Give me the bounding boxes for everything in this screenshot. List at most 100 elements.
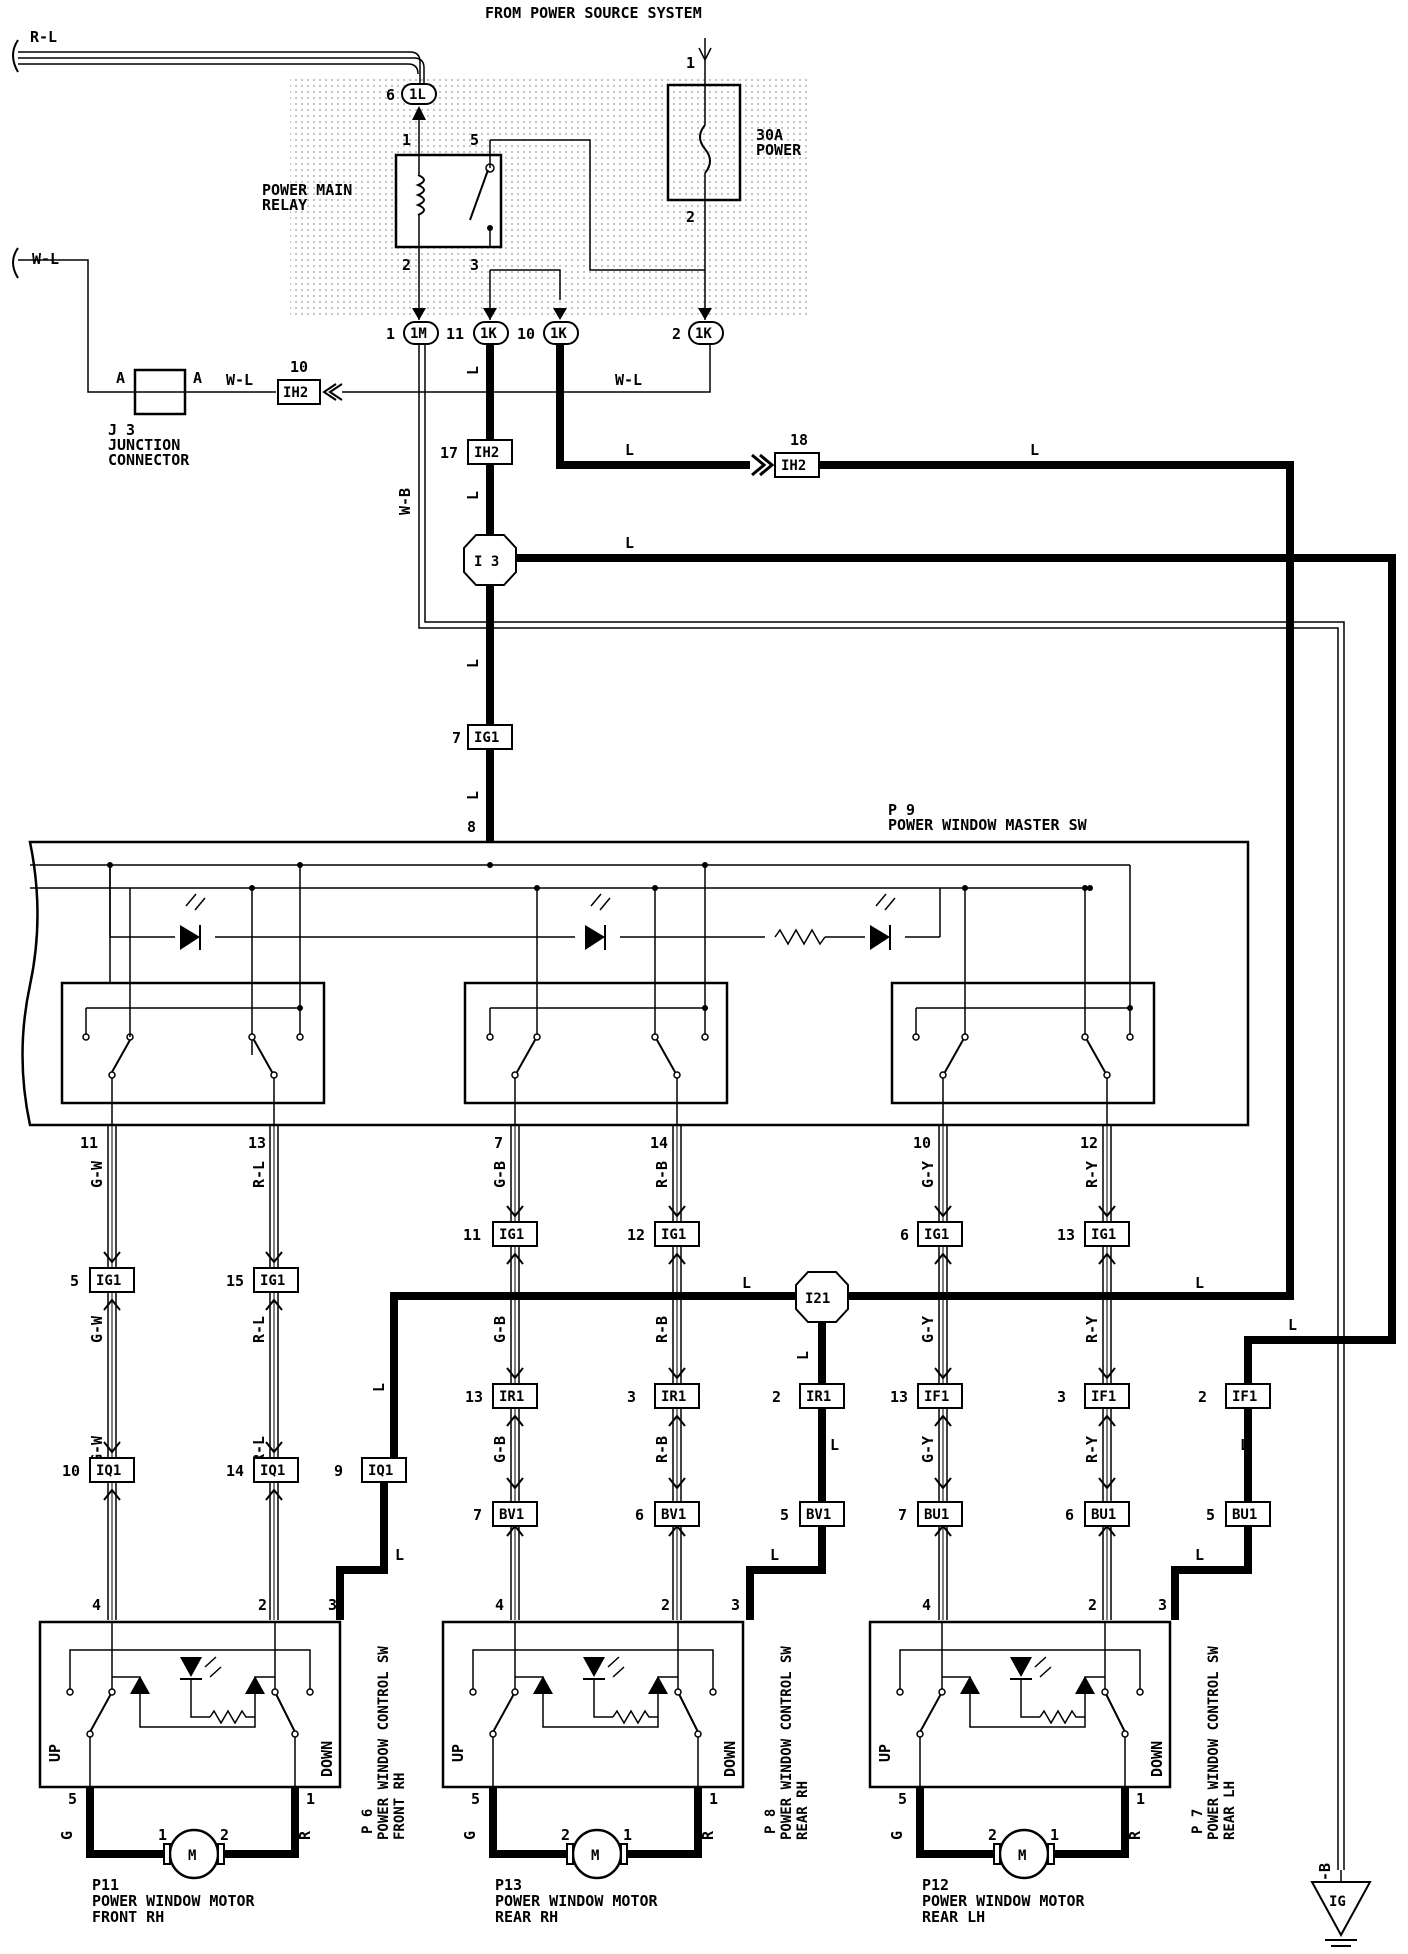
svg-text:3: 3 xyxy=(328,1596,337,1614)
svg-text:REAR LH: REAR LH xyxy=(922,1908,985,1926)
svg-text:10: 10 xyxy=(517,325,535,343)
svg-text:5: 5 xyxy=(898,1790,907,1808)
svg-text:G: G xyxy=(58,1831,76,1840)
svg-text:5: 5 xyxy=(1206,1506,1215,1524)
svg-text:7: 7 xyxy=(898,1506,907,1524)
svg-text:IR1: IR1 xyxy=(661,1389,686,1405)
svg-text:18: 18 xyxy=(790,431,808,449)
svg-text:9: 9 xyxy=(334,1462,343,1480)
svg-text:17: 17 xyxy=(440,444,458,462)
svg-text:2: 2 xyxy=(258,1596,267,1614)
svg-text:FRONT RH: FRONT RH xyxy=(392,1773,408,1840)
harness-wire-0: G-WG-WG-W xyxy=(88,1125,121,1620)
wire-label-gb-0: G-B xyxy=(491,1161,509,1188)
connector-ig1-5: IG1 5 xyxy=(70,1267,135,1293)
resistor-master xyxy=(774,928,826,946)
junction-pin-a-right: A xyxy=(193,369,202,387)
svg-text:11: 11 xyxy=(446,325,464,343)
svg-text:1: 1 xyxy=(306,1790,315,1808)
junction-label-1: JUNCTION xyxy=(108,436,180,454)
svg-text:R: R xyxy=(1126,1830,1144,1840)
svg-text:IG1: IG1 xyxy=(661,1227,686,1243)
junction-i21: I21 xyxy=(795,1271,849,1323)
wire-label-l-extra-1: L xyxy=(770,1546,779,1564)
svg-text:BV1: BV1 xyxy=(806,1507,831,1523)
wire-label-wb-top: W-B xyxy=(396,488,414,515)
wire-label-l-10: L xyxy=(1195,1274,1204,1292)
relay-label-2: RELAY xyxy=(262,196,307,214)
wire-label-gw-0: G-W xyxy=(88,1160,106,1188)
master-label: POWER WINDOW MASTER SW xyxy=(888,816,1088,834)
svg-text:4: 4 xyxy=(922,1596,931,1614)
connector-1k-2: 1K 2 xyxy=(672,321,724,345)
svg-text:2: 2 xyxy=(988,1826,997,1844)
svg-text:P12: P12 xyxy=(922,1876,949,1894)
svg-text:UP: UP xyxy=(46,1744,64,1762)
master-out-pin-12: 12 xyxy=(1080,1134,1098,1152)
svg-text:6: 6 xyxy=(386,86,395,104)
wire-label-wl-mid: W-L xyxy=(226,371,253,389)
svg-text:P13: P13 xyxy=(495,1876,522,1894)
svg-text:REAR LH: REAR LH xyxy=(1222,1781,1238,1840)
wire-label-gb-1: G-B xyxy=(491,1316,509,1343)
svg-text:7: 7 xyxy=(473,1506,482,1524)
svg-text:P 7: P 7 xyxy=(1190,1809,1206,1834)
svg-text:1: 1 xyxy=(386,325,395,343)
svg-text:1: 1 xyxy=(1050,1826,1059,1844)
wire-label-gy-1: G-Y xyxy=(919,1316,937,1343)
wire-label-l-9: L xyxy=(742,1274,751,1292)
svg-text:IF1: IF1 xyxy=(1232,1389,1257,1405)
svg-text:3: 3 xyxy=(731,1596,740,1614)
svg-text:P 6: P 6 xyxy=(360,1809,376,1834)
svg-text:UP: UP xyxy=(876,1744,894,1762)
header-text: FROM POWER SOURCE SYSTEM xyxy=(485,4,702,22)
svg-text:POWER WINDOW MOTOR: POWER WINDOW MOTOR xyxy=(92,1892,256,1910)
fuse-30a xyxy=(666,38,742,320)
svg-text:IQ1: IQ1 xyxy=(368,1463,393,1479)
wire-label-l-4: L xyxy=(1288,1316,1297,1334)
connector-ih2-18: IH2 18 xyxy=(751,431,820,478)
wire-label-l-12: L xyxy=(794,1351,812,1360)
wire-label-l-extra-3: L xyxy=(830,1436,839,1454)
wire-rl-top xyxy=(12,39,425,85)
svg-text:5: 5 xyxy=(471,1790,480,1808)
master-sub-switch-1 xyxy=(60,862,326,1125)
wire-label-gw-2: G-W xyxy=(88,1435,106,1463)
connector-ig1-13: IG1 13 xyxy=(1057,1221,1130,1247)
wire-label-gb-2: G-B xyxy=(491,1436,509,1463)
master-id: P 9 xyxy=(888,801,915,819)
wire-label-l-6: L xyxy=(464,791,482,800)
junction-connector-j3 xyxy=(133,368,187,416)
wire-label-rl: R-L xyxy=(30,28,57,46)
relay-pin-1: 1 xyxy=(402,131,411,149)
svg-text:DOWN: DOWN xyxy=(1148,1741,1166,1777)
svg-text:UP: UP xyxy=(449,1744,467,1762)
svg-text:12: 12 xyxy=(627,1226,645,1244)
svg-text:IQ1: IQ1 xyxy=(260,1463,285,1479)
master-out-pin-14: 14 xyxy=(650,1134,668,1152)
wire-label-rb-1: R-B xyxy=(653,1316,671,1343)
wire-label-wl-left: W-L xyxy=(32,250,59,268)
svg-text:P 8: P 8 xyxy=(763,1809,779,1834)
power-main-relay xyxy=(394,140,503,249)
wire-label-l-8: L xyxy=(1030,441,1039,459)
connector-ig1-7: IG1 7 xyxy=(452,724,513,750)
connector-row-b-2: IQ1 9 xyxy=(334,1457,407,1483)
svg-text:13: 13 xyxy=(1057,1226,1075,1244)
svg-text:2: 2 xyxy=(672,325,681,343)
svg-text:REAR RH: REAR RH xyxy=(795,1781,811,1840)
wire-label-rl-2: R-L xyxy=(250,1436,268,1463)
svg-text:2: 2 xyxy=(772,1388,781,1406)
svg-text:M: M xyxy=(188,1848,196,1864)
svg-text:2: 2 xyxy=(661,1596,670,1614)
svg-text:1K: 1K xyxy=(480,326,497,342)
harness-wire-2: G-B G-B G-B xyxy=(491,1125,524,1620)
